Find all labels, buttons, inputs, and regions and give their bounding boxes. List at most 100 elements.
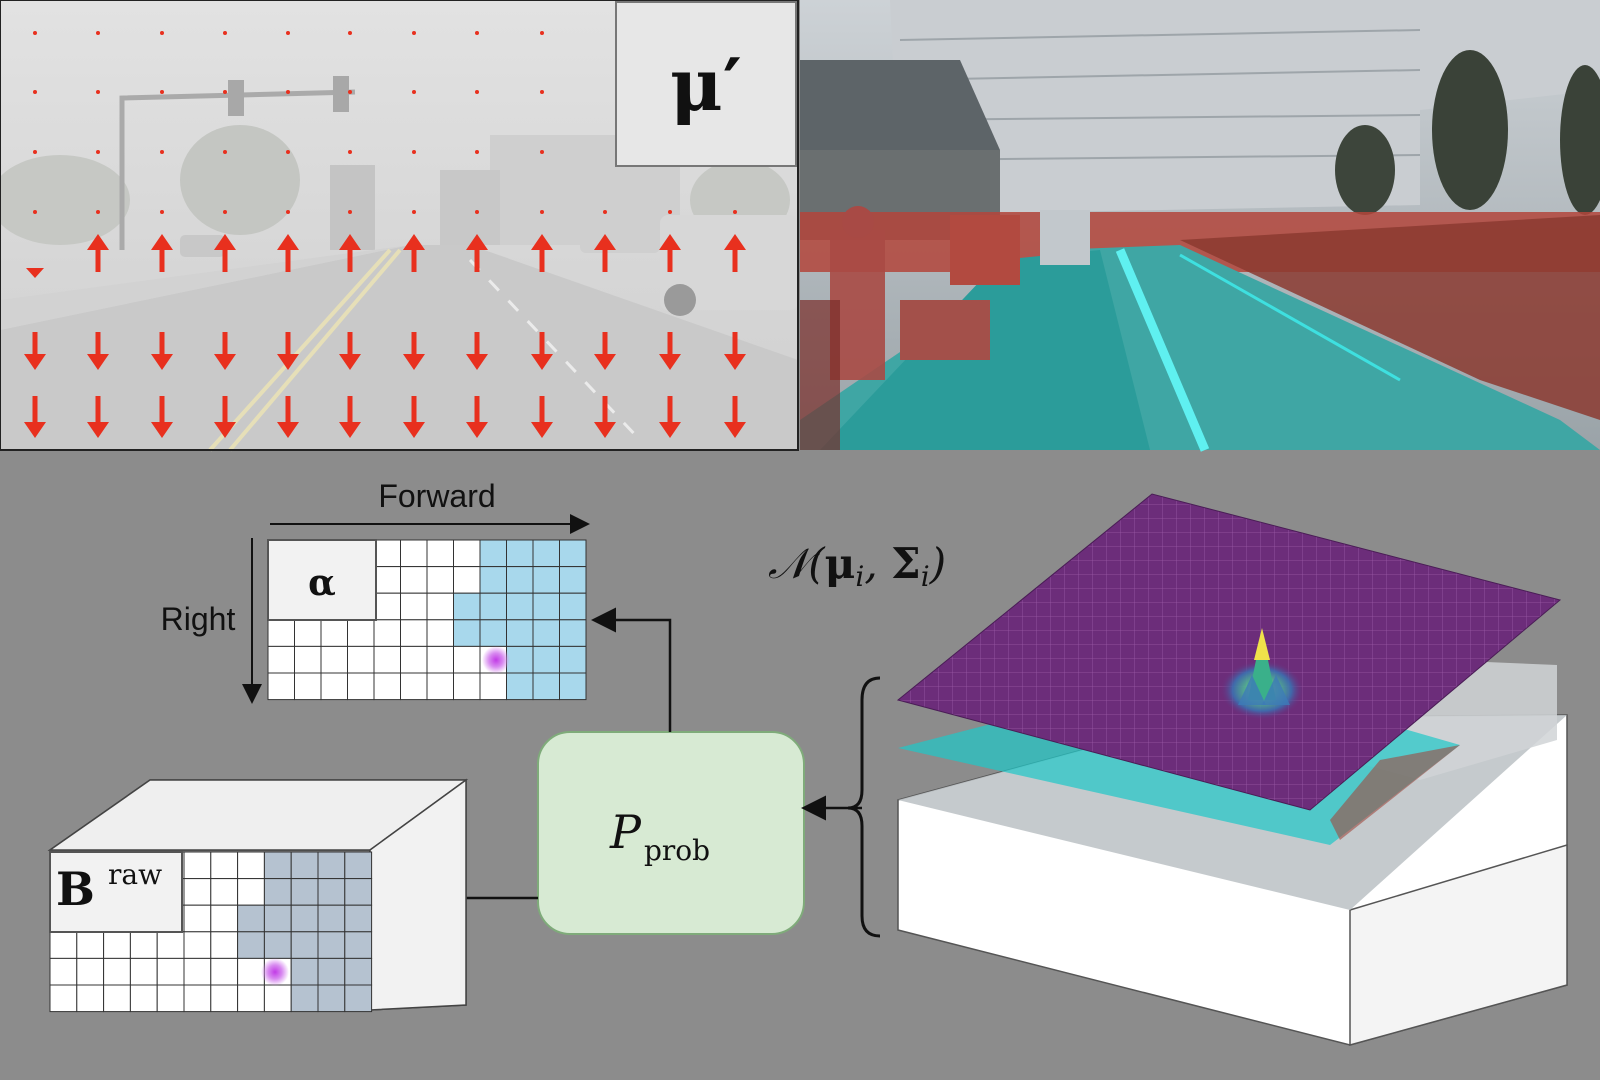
flow-dot — [33, 210, 37, 214]
grid-cell — [237, 851, 265, 880]
grid-cell — [347, 645, 375, 674]
grid-cell — [506, 539, 534, 568]
flow-arrow — [594, 332, 616, 370]
grid-cell — [103, 931, 131, 959]
grid-cell — [559, 592, 587, 621]
braw-label: B — [56, 862, 95, 916]
grid-cell — [400, 619, 428, 647]
flow-dot — [733, 210, 737, 214]
flow-panel: μ′ — [0, 0, 799, 452]
flow-dot — [160, 150, 164, 154]
grid-cell — [559, 619, 587, 647]
process-box — [537, 731, 805, 935]
grid-cell — [267, 672, 295, 701]
grid-cell — [290, 904, 319, 933]
grid-cell — [400, 672, 428, 701]
grid-cell — [317, 851, 346, 880]
grid-cell — [400, 539, 428, 568]
grid-cell — [76, 984, 105, 1013]
grid-cell — [129, 957, 158, 986]
grid-cell — [347, 619, 375, 647]
flow-dot — [33, 31, 37, 35]
gaussian-label: 𝒩(μi, Σi) — [768, 539, 946, 593]
grid-cell — [183, 957, 212, 986]
grid-cell — [426, 645, 454, 674]
flow-arrow — [151, 234, 173, 272]
flow-dot — [160, 90, 164, 94]
grid-cell — [479, 539, 507, 568]
grid-cell — [129, 931, 158, 959]
flow-arrow — [659, 234, 681, 272]
flow-arrow — [659, 396, 681, 438]
grid-cell — [210, 851, 239, 880]
grid-cell — [479, 672, 507, 701]
flow-dot — [603, 210, 607, 214]
right-axis-label: Right — [161, 601, 236, 637]
grid-cell — [506, 619, 534, 647]
flow-dot — [160, 31, 164, 35]
flow-arrow — [531, 234, 553, 272]
grid-cell — [344, 984, 373, 1013]
flow-arrow — [87, 234, 109, 272]
flow-dot — [540, 31, 544, 35]
segmentation-panel — [800, 0, 1600, 452]
alpha-box — [267, 539, 377, 621]
forward-axis-label: Forward — [378, 478, 495, 514]
grid-cell — [426, 672, 454, 701]
grid-cell — [426, 566, 454, 594]
grid-cell — [183, 851, 212, 880]
flow-dot — [412, 90, 416, 94]
flow-arrow — [339, 332, 361, 370]
grid-cell — [373, 566, 401, 594]
grid-cell — [210, 904, 239, 933]
grid-cell — [294, 672, 322, 701]
flow-arrow — [724, 332, 746, 370]
grid-cell — [532, 645, 560, 674]
grid-cell — [290, 931, 319, 959]
flow-arrow — [24, 332, 46, 370]
flow-arrow — [659, 332, 681, 370]
grid-cell — [373, 539, 401, 568]
flow-arrow — [724, 234, 746, 272]
grid-cell — [453, 645, 481, 674]
flow-arrow — [214, 332, 236, 370]
flow-arrow — [403, 234, 425, 272]
grid-cell — [506, 672, 534, 701]
grid-cell — [263, 904, 292, 933]
grid-cell — [453, 566, 481, 594]
flow-arrow — [594, 234, 616, 272]
grid-cell — [373, 645, 401, 674]
flow-dot — [33, 90, 37, 94]
flow-dot — [223, 210, 227, 214]
grid-cell — [317, 984, 346, 1013]
braw-superscript: raw — [108, 858, 162, 891]
bev-diagram: Forward Right α P prob B raw 𝒩(μi, Σi) — [47, 478, 1568, 1046]
arrow-to-top-grid — [591, 607, 672, 732]
grid-cell — [237, 984, 265, 1013]
grid-cell — [210, 984, 239, 1013]
grid-cell — [267, 619, 295, 647]
sample-point-braw — [261, 958, 289, 986]
stack-brace — [847, 676, 881, 938]
grid-cell — [237, 878, 265, 906]
grid-cell — [347, 672, 375, 701]
grid-cell — [103, 957, 131, 986]
grid-cell — [156, 957, 185, 986]
mu-label: μ′ — [670, 42, 742, 127]
flow-dot — [412, 31, 416, 35]
gaussian-plane — [896, 493, 1562, 811]
sample-point-top — [482, 646, 510, 674]
grid-cell — [317, 957, 346, 986]
flow-arrow — [531, 396, 553, 438]
flow-dot — [286, 210, 290, 214]
grid-cell — [183, 984, 212, 1013]
grid-cell — [183, 904, 212, 933]
grid-cell — [532, 672, 560, 701]
flow-dot — [475, 90, 479, 94]
grid-cell — [426, 592, 454, 621]
flow-arrow — [531, 332, 553, 370]
grid-cell — [532, 619, 560, 647]
flow-arrow — [724, 396, 746, 438]
flow-dot — [540, 150, 544, 154]
grid-cell — [49, 957, 78, 986]
